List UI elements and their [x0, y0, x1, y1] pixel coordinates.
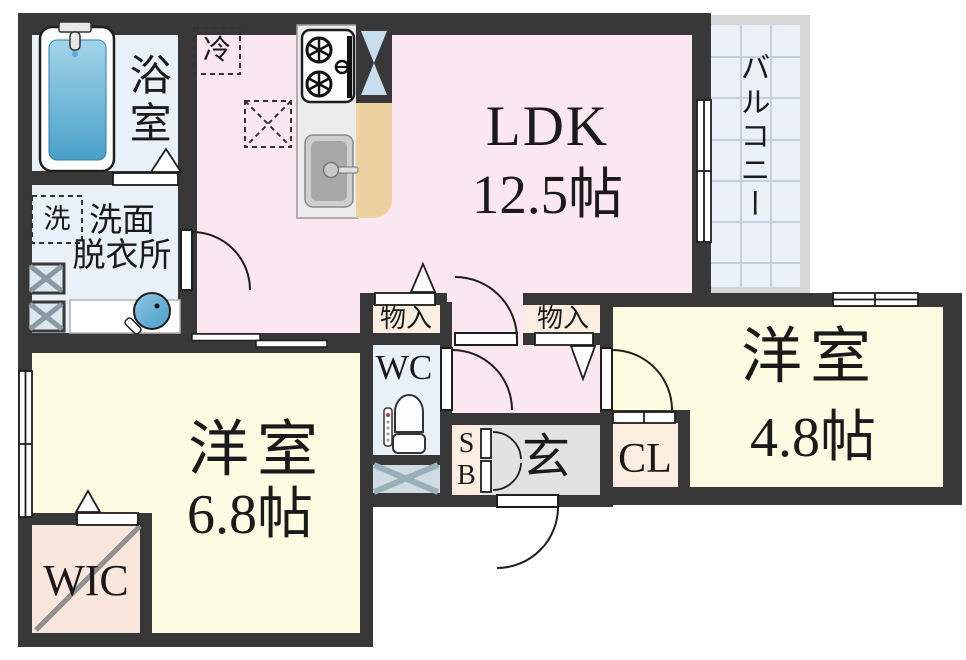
shoe-box-label-line1: S	[458, 428, 475, 459]
wall	[523, 293, 613, 305]
wall	[18, 13, 32, 647]
wall	[600, 487, 962, 505]
bedroom-68-label: 洋室	[187, 417, 326, 484]
room-storage-right	[525, 303, 601, 335]
washroom-label-line2: 脱衣所	[72, 237, 172, 274]
wall	[30, 171, 178, 185]
storage-left-label: 物入	[379, 304, 432, 333]
wall	[440, 413, 452, 495]
wall	[360, 333, 373, 647]
room-closet	[611, 421, 679, 489]
wall	[440, 302, 452, 413]
balcony-label: バルコニー	[735, 52, 769, 222]
wall	[362, 333, 440, 345]
wall	[692, 13, 711, 293]
wall	[440, 495, 613, 507]
wc-label: WC	[375, 348, 433, 387]
wall	[678, 410, 690, 487]
wall	[18, 333, 360, 353]
bedroom-68-size-label: 6.8帖	[187, 484, 313, 546]
balcony-floor	[711, 25, 800, 287]
closet-label: CL	[618, 436, 672, 482]
wic-label: WIC	[43, 556, 129, 605]
washroom-label-line1: 洗面	[89, 203, 155, 239]
wall	[18, 633, 373, 647]
bedroom-48-size-label: 4.8帖	[750, 407, 876, 469]
wall	[360, 493, 440, 507]
entrance-label: 玄	[521, 431, 570, 484]
bathroom-label: 浴室	[123, 53, 170, 149]
bedroom-48-label: 洋室	[740, 324, 879, 391]
wall	[440, 413, 613, 425]
wall	[943, 293, 962, 505]
wall	[360, 455, 440, 465]
wall	[613, 410, 678, 423]
room-storage-left	[371, 303, 441, 335]
ldk-label: LDK	[485, 95, 610, 158]
washer-label: 洗	[43, 204, 71, 234]
pipe-space-box	[372, 463, 440, 494]
shoe-box-label-line2: B	[457, 460, 476, 492]
wall	[140, 513, 152, 633]
room-ldk	[195, 33, 695, 335]
wall	[18, 13, 711, 35]
wall	[613, 293, 962, 307]
ldk-size-label: 12.5帖	[471, 164, 624, 225]
storage-right-label: 物入	[536, 304, 589, 333]
fridge-label: 冷	[202, 35, 231, 66]
room-shoe-box	[452, 421, 482, 497]
